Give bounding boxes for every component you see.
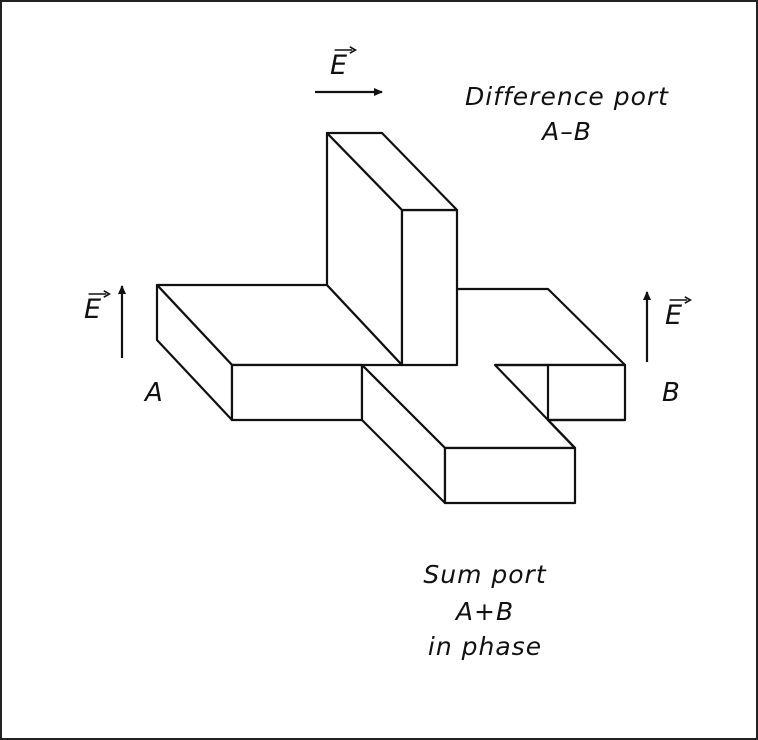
sum-arm-right-edge	[547, 419, 576, 449]
difference-port-name: Difference port	[464, 82, 669, 111]
difference-arm-front-face	[400, 208, 459, 367]
e-symbol: E	[665, 300, 683, 331]
e-vector-label-top: E	[330, 46, 358, 81]
port-a-label: A	[145, 378, 164, 408]
e-vector-label-b: E	[665, 296, 693, 331]
sum-port-name: Sum port	[423, 560, 547, 589]
arm-b-end-face	[546, 363, 627, 422]
difference-arm-top-face	[325, 131, 459, 212]
difference-port-expr: A–B	[542, 117, 592, 146]
e-symbol: E	[84, 294, 102, 325]
e-vector-label-a: E	[84, 290, 112, 325]
sum-port-expr: A+B	[455, 597, 515, 626]
sum-port-face	[443, 446, 577, 505]
difference-port-label: Difference port A–B	[432, 82, 702, 146]
arm-a-front-face	[230, 363, 364, 422]
e-symbol: E	[330, 50, 348, 81]
port-b-label: B	[662, 378, 681, 408]
sum-port-label: Sum port A+B in phase	[385, 560, 585, 661]
sum-port-note: in phase	[427, 632, 543, 661]
